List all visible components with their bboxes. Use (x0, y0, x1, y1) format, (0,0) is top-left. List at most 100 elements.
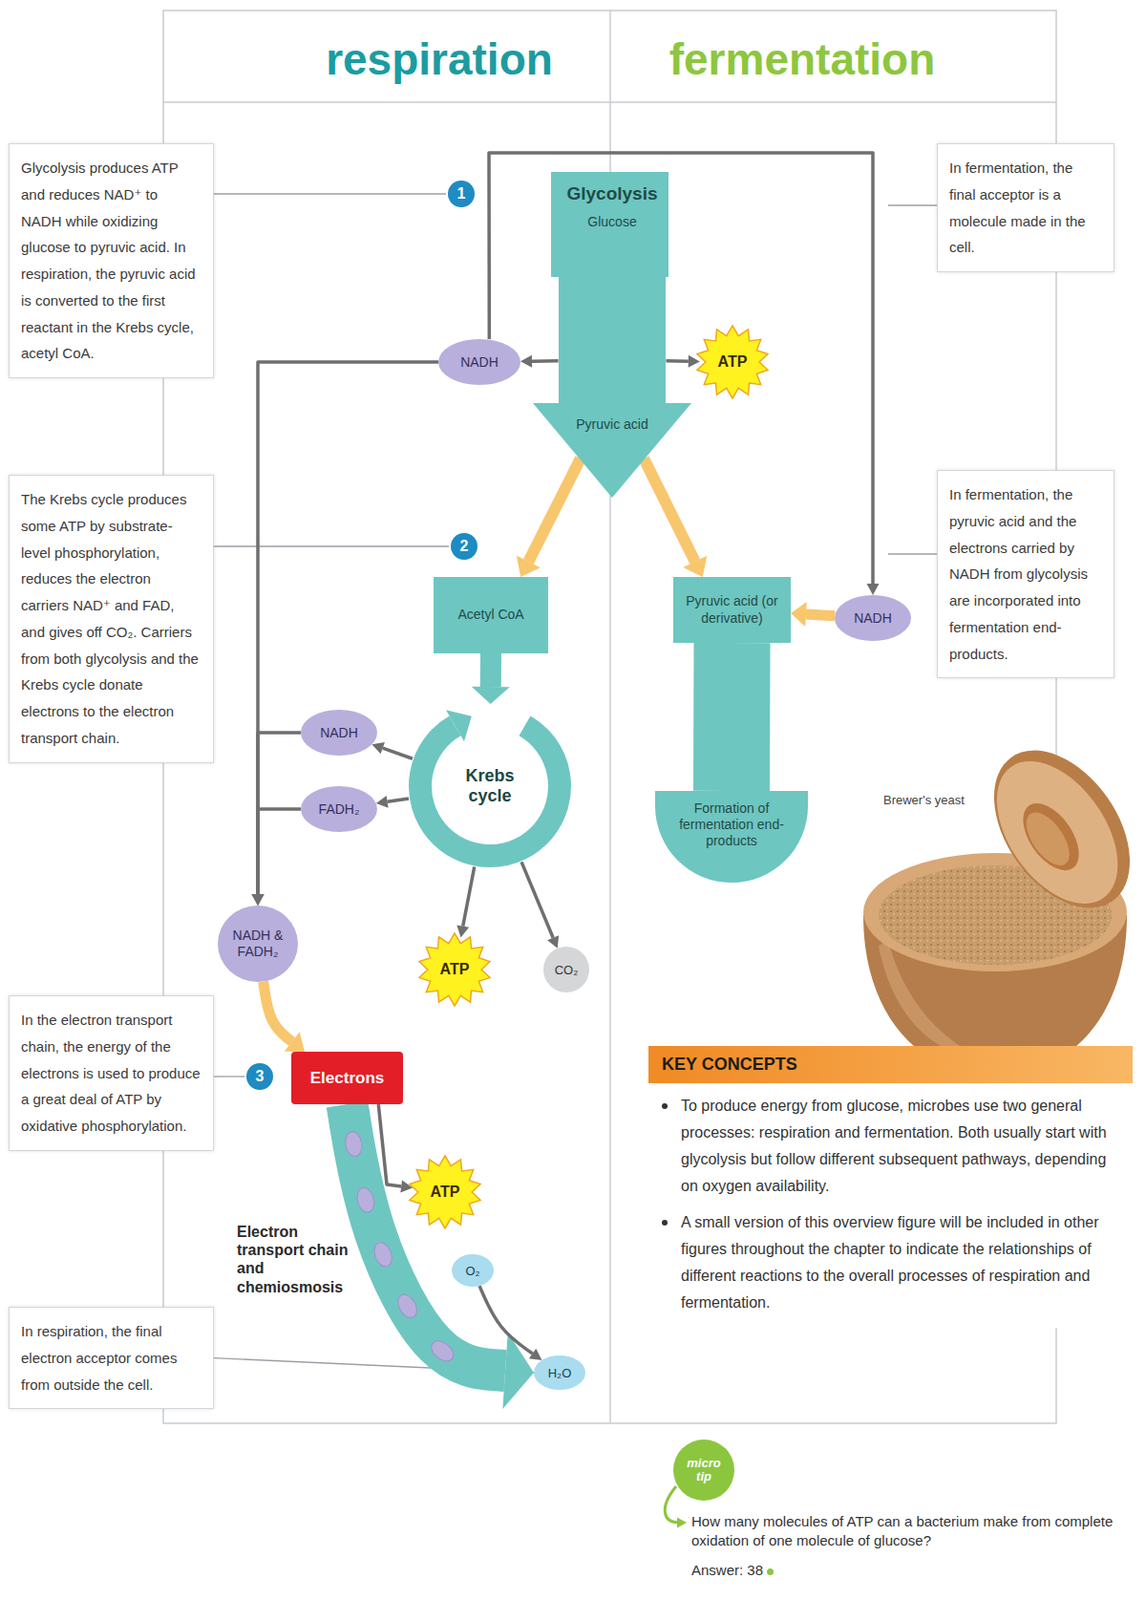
connector-group (371, 742, 413, 759)
arrow-head (471, 686, 510, 704)
leader-line (888, 204, 937, 206)
callout-text: In fermentation, the pyruvic acid and th… (949, 481, 1103, 667)
column-heading: respiration (286, 34, 593, 85)
cycle-ring (420, 725, 560, 856)
connector-group (456, 866, 474, 937)
node-text: Pyruvic acid (or derivative) (673, 593, 791, 627)
leader-line (213, 545, 449, 547)
half-disc-fill (655, 790, 808, 883)
tip-question: How many molecules of ATP can a bacteriu… (691, 1511, 1133, 1550)
connector-group (378, 1103, 413, 1192)
connector (387, 798, 409, 802)
key-concepts-box: KEY CONCEPTS To produce energy from gluco… (648, 1045, 1133, 1328)
arrow-head (682, 555, 707, 577)
connector (643, 458, 696, 562)
connector-group (488, 152, 880, 595)
callout-number: 1 (447, 180, 475, 208)
carrier-protein (427, 1337, 458, 1366)
node-text: ATP (440, 960, 470, 978)
callout-text: The Krebs cycle produces some ATP by sub… (21, 486, 202, 752)
arrow-head (252, 893, 265, 906)
callout-text: Glycolysis produces ATP and reduces NAD⁺… (21, 154, 202, 367)
oval-fill (217, 905, 298, 982)
arrow-head (516, 555, 541, 577)
oval-fill (438, 339, 521, 385)
connector-group (263, 981, 305, 1052)
tip-arrowhead (677, 1517, 687, 1528)
bullet-dot (661, 1219, 668, 1226)
lid-face (972, 739, 1143, 926)
water-oval: H₂O (533, 1355, 586, 1390)
node-text: CO₂ (554, 962, 579, 977)
connector (521, 861, 553, 937)
node-text: H₂O (548, 1365, 573, 1380)
yeast-bowl-illustration (863, 724, 1146, 1076)
lid-edge (966, 724, 1146, 933)
connector (528, 458, 580, 562)
arrow-head (529, 1348, 543, 1360)
connector-group (252, 361, 440, 906)
connector (257, 361, 439, 894)
arrow-head (790, 601, 807, 627)
node-text: ATP (430, 1183, 461, 1201)
node-text: Formation of fermentation end-products (676, 800, 787, 849)
connector (479, 1285, 533, 1354)
electrons-box: Electrons (291, 1051, 404, 1104)
callout-number: 3 (246, 1062, 274, 1090)
arrow-head (547, 934, 559, 949)
node-text: FADH₂ (318, 801, 361, 818)
stage-label: Electron transport chain and chemiosmosi… (236, 1222, 350, 1296)
acetyl-coa-box: Acetyl CoA (433, 576, 549, 654)
arrow-head (520, 355, 532, 368)
column-heading: fermentation (649, 34, 955, 85)
connector (263, 981, 293, 1042)
arrow-fill (532, 171, 692, 498)
leader-line (213, 1075, 245, 1077)
node-text: Acetyl CoA (452, 606, 529, 624)
connector (257, 732, 301, 894)
micro-tip-badge: micro tip (673, 1439, 735, 1501)
atp-burst: ATP (408, 1155, 482, 1229)
tip-answer: Answer: 38 (691, 1560, 774, 1580)
connector (257, 808, 301, 894)
node-text: NADH (853, 610, 892, 627)
bowl-lid (966, 724, 1146, 933)
tip-curve (664, 1485, 680, 1523)
callout-box: The Krebs cycle produces some ATP by sub… (8, 474, 214, 764)
node-text: ATP (718, 353, 748, 371)
key-concepts-text: KEY CONCEPTS (648, 1045, 1133, 1083)
leader-line (213, 192, 446, 194)
connector (665, 359, 688, 363)
key-concepts-text: To produce energy from glucose, microbes… (680, 1092, 1124, 1200)
oval-fill (673, 1439, 735, 1501)
arrow-head (688, 355, 701, 368)
node-text: Glucose (532, 213, 692, 231)
bullet-dot (661, 1103, 668, 1109)
lid-knob-top (1018, 805, 1079, 873)
atp-burst: ATP (696, 325, 769, 399)
connector (693, 642, 771, 791)
carrier-protein (370, 1239, 395, 1269)
carrier-protein (394, 1291, 422, 1321)
connector-group (665, 355, 700, 368)
connector (531, 359, 559, 363)
connector (806, 614, 835, 616)
connector (347, 1103, 507, 1371)
carrier-oval: NADH (834, 594, 912, 641)
oval-fill (451, 1253, 494, 1287)
atp-burst: ATP (418, 933, 491, 1006)
cycle-arrowhead (445, 709, 472, 742)
connector (378, 1103, 402, 1187)
callout-number: 2 (450, 532, 478, 560)
end-products-shape: Formation of fermentation end-products (655, 790, 808, 883)
node-text: Pyruvic acid (532, 416, 692, 433)
lid-knob (1012, 793, 1091, 881)
oval-fill (300, 785, 378, 832)
arrow-head (371, 742, 384, 754)
connector-group (731, 642, 734, 791)
arrow-head (400, 1180, 413, 1193)
carrier-protein (343, 1129, 364, 1158)
arrow-head (284, 1031, 305, 1052)
arrow-head (252, 893, 265, 906)
